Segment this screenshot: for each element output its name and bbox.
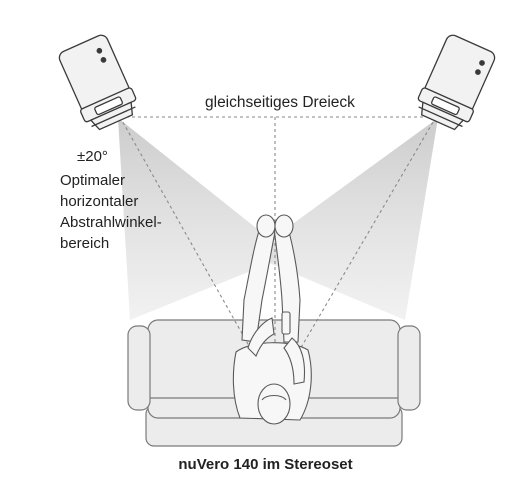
- person-icon: [232, 214, 312, 425]
- left-dispersion-cone: [118, 118, 290, 320]
- range-label-line: horizontaler: [60, 193, 139, 210]
- range-label-line: Optimaler: [60, 172, 126, 189]
- range-label-line: bereich: [60, 235, 110, 252]
- dispersion-range-label: Optimaler horizontaler Abstrahlwinkel- b…: [60, 170, 162, 254]
- range-label-line: Abstrahlwinkel-: [60, 214, 162, 231]
- angle-label: ±20°: [77, 148, 108, 165]
- right-speaker: [417, 34, 496, 131]
- triangle-label: gleichseitiges Dreieck: [205, 94, 355, 111]
- left-speaker: [58, 34, 137, 131]
- figure-caption: nuVero 140 im Stereoset: [178, 456, 353, 473]
- speaker-icon: [417, 34, 496, 131]
- speaker-icon: [58, 34, 137, 131]
